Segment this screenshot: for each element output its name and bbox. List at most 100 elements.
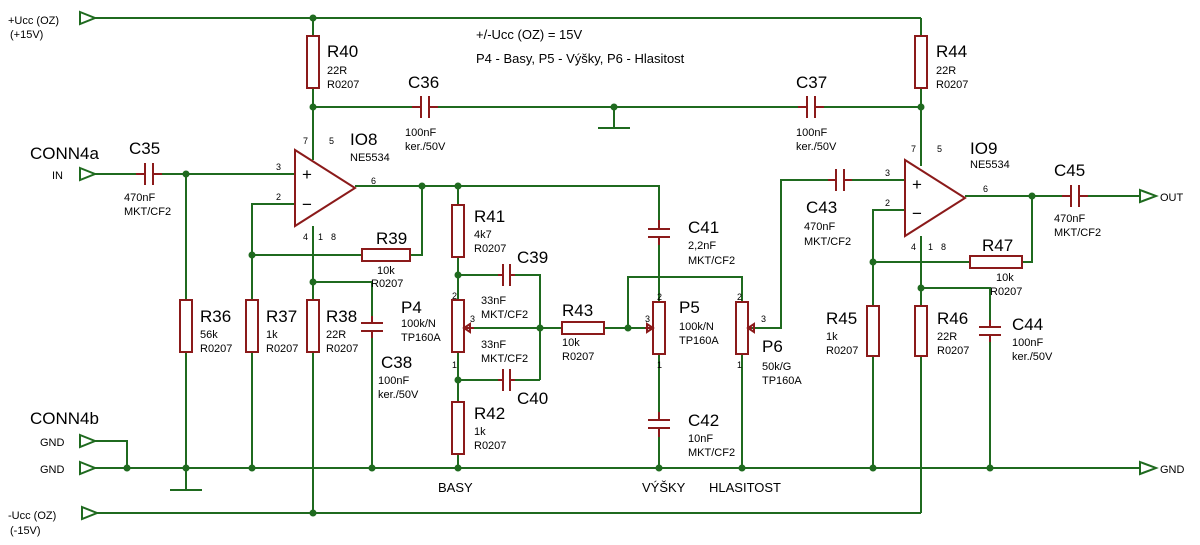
r47-resistor-icon [969,255,1023,269]
p4-pin2: 2 [452,291,457,301]
vcc-plus-label: +Ucc (OZ) [8,15,59,27]
c41-type: MKT/CF2 [688,255,735,267]
r40-value: 22R [327,65,347,77]
out-label: OUT [1160,192,1184,204]
c44-capacitor-icon [979,320,1001,342]
p5-value: 100k/N [679,321,714,333]
c43-value: 470nF [804,221,835,233]
r42-package: R0207 [474,440,506,452]
r37-name: R37 [266,307,297,326]
r42-value: 1k [474,426,486,438]
c39-capacitor-icon [498,264,515,286]
c36-capacitor-icon [412,96,438,118]
io9-plus-sign: + [912,175,922,194]
io9-pin6: 6 [983,184,988,194]
io9-pin5: 5 [937,144,942,154]
c36-value: 100nF [405,127,436,139]
r37-value: 1k [266,329,278,341]
c42-value: 10nF [688,433,713,445]
p6-potentiometer-icon [735,301,755,355]
io8-pin6: 6 [371,176,376,186]
p5-potentiometer-icon [645,301,666,355]
terminal-symbols [79,10,1159,521]
c42-name: C42 [688,411,719,430]
c38-name: C38 [381,353,412,372]
r44-resistor-icon [914,35,928,89]
r37-resistor-icon [245,299,259,353]
r43-resistor-icon [561,321,605,335]
c45-type: MKT/CF2 [1054,227,1101,239]
r39-value: 10k [377,265,395,277]
r42-name: R42 [474,404,505,423]
io9-pin3: 3 [885,168,890,178]
gnd-right-label: GND [1160,464,1185,476]
r45-name: R45 [826,309,857,328]
io8-pin4: 4 [303,232,308,242]
p6-value: 50k/G [762,361,791,373]
c42-capacitor-icon [648,412,670,437]
c37-value: 100nF [796,127,827,139]
io8-pin5: 5 [329,136,334,146]
r45-value: 1k [826,331,838,343]
c37-capacitor-icon [798,96,824,118]
io8-pin3: 3 [276,162,281,172]
r40-package: R0207 [327,79,359,91]
gnd1-terminal-icon [79,433,98,449]
r36-package: R0207 [200,343,232,355]
out-terminal-icon [1139,188,1159,204]
basy-label: BASY [438,480,473,495]
r44-name: R44 [936,42,967,61]
p5-name: P5 [679,298,700,317]
r44-value: 22R [936,65,956,77]
c35-capacitor-icon [136,163,162,185]
r41-name: R41 [474,207,505,226]
r45-package: R0207 [826,345,858,357]
io9-name: IO9 [970,139,997,158]
r38-package: R0207 [326,343,358,355]
p4-name: P4 [401,298,422,317]
r47-name: R47 [982,236,1013,255]
c36-name: C36 [408,73,439,92]
text-labels: +/-Ucc (OZ) = 15V P4 - Basy, P5 - Výšky,… [8,15,1185,537]
r46-name: R46 [937,309,968,328]
p4-value: 100k/N [401,318,436,330]
p4-pin1: 1 [452,360,457,370]
p6-pin1: 1 [737,360,742,370]
wires [95,17,1140,514]
r40-resistor-icon [306,35,320,89]
r41-resistor-icon [451,204,465,258]
r39-resistor-icon [361,248,411,262]
r43-name: R43 [562,301,593,320]
c44-value: 100nF [1012,337,1043,349]
c41-value: 2,2nF [688,240,716,252]
gnd2-label: GND [40,464,65,476]
in-label: IN [52,170,63,182]
p5-type: TP160A [679,335,719,347]
c44-name: C44 [1012,315,1043,334]
io8-minus-sign: − [302,195,312,214]
note-pots: P4 - Basy, P5 - Výšky, P6 - Hlasitost [476,51,685,66]
io8-pin1: 1 [318,232,323,242]
p4-potentiometer-icon [451,299,474,353]
note-supply: +/-Ucc (OZ) = 15V [476,27,583,42]
r46-value: 22R [937,331,957,343]
p5-pin2: 2 [657,292,662,302]
c38-capacitor-icon [361,316,383,338]
r42-resistor-icon [451,401,465,455]
p6-type: TP160A [762,375,802,387]
r47-package: R0207 [990,286,1022,298]
component-symbols [136,35,1088,491]
io9-opamp-icon [904,158,967,238]
io9-pin4: 4 [911,242,916,252]
c39-value: 33nF [481,295,506,307]
r39-name: R39 [376,229,407,248]
r38-name: R38 [326,307,357,326]
c35-type: MKT/CF2 [124,206,171,218]
c43-type: MKT/CF2 [804,236,851,248]
vcc-plus-value: (+15V) [10,29,43,41]
r37-package: R0207 [266,343,298,355]
junction-dots [123,14,1036,517]
vcc-minus-terminal-icon [81,505,100,521]
io8-plus-sign: + [302,165,312,184]
r39-package: R0207 [371,278,403,290]
